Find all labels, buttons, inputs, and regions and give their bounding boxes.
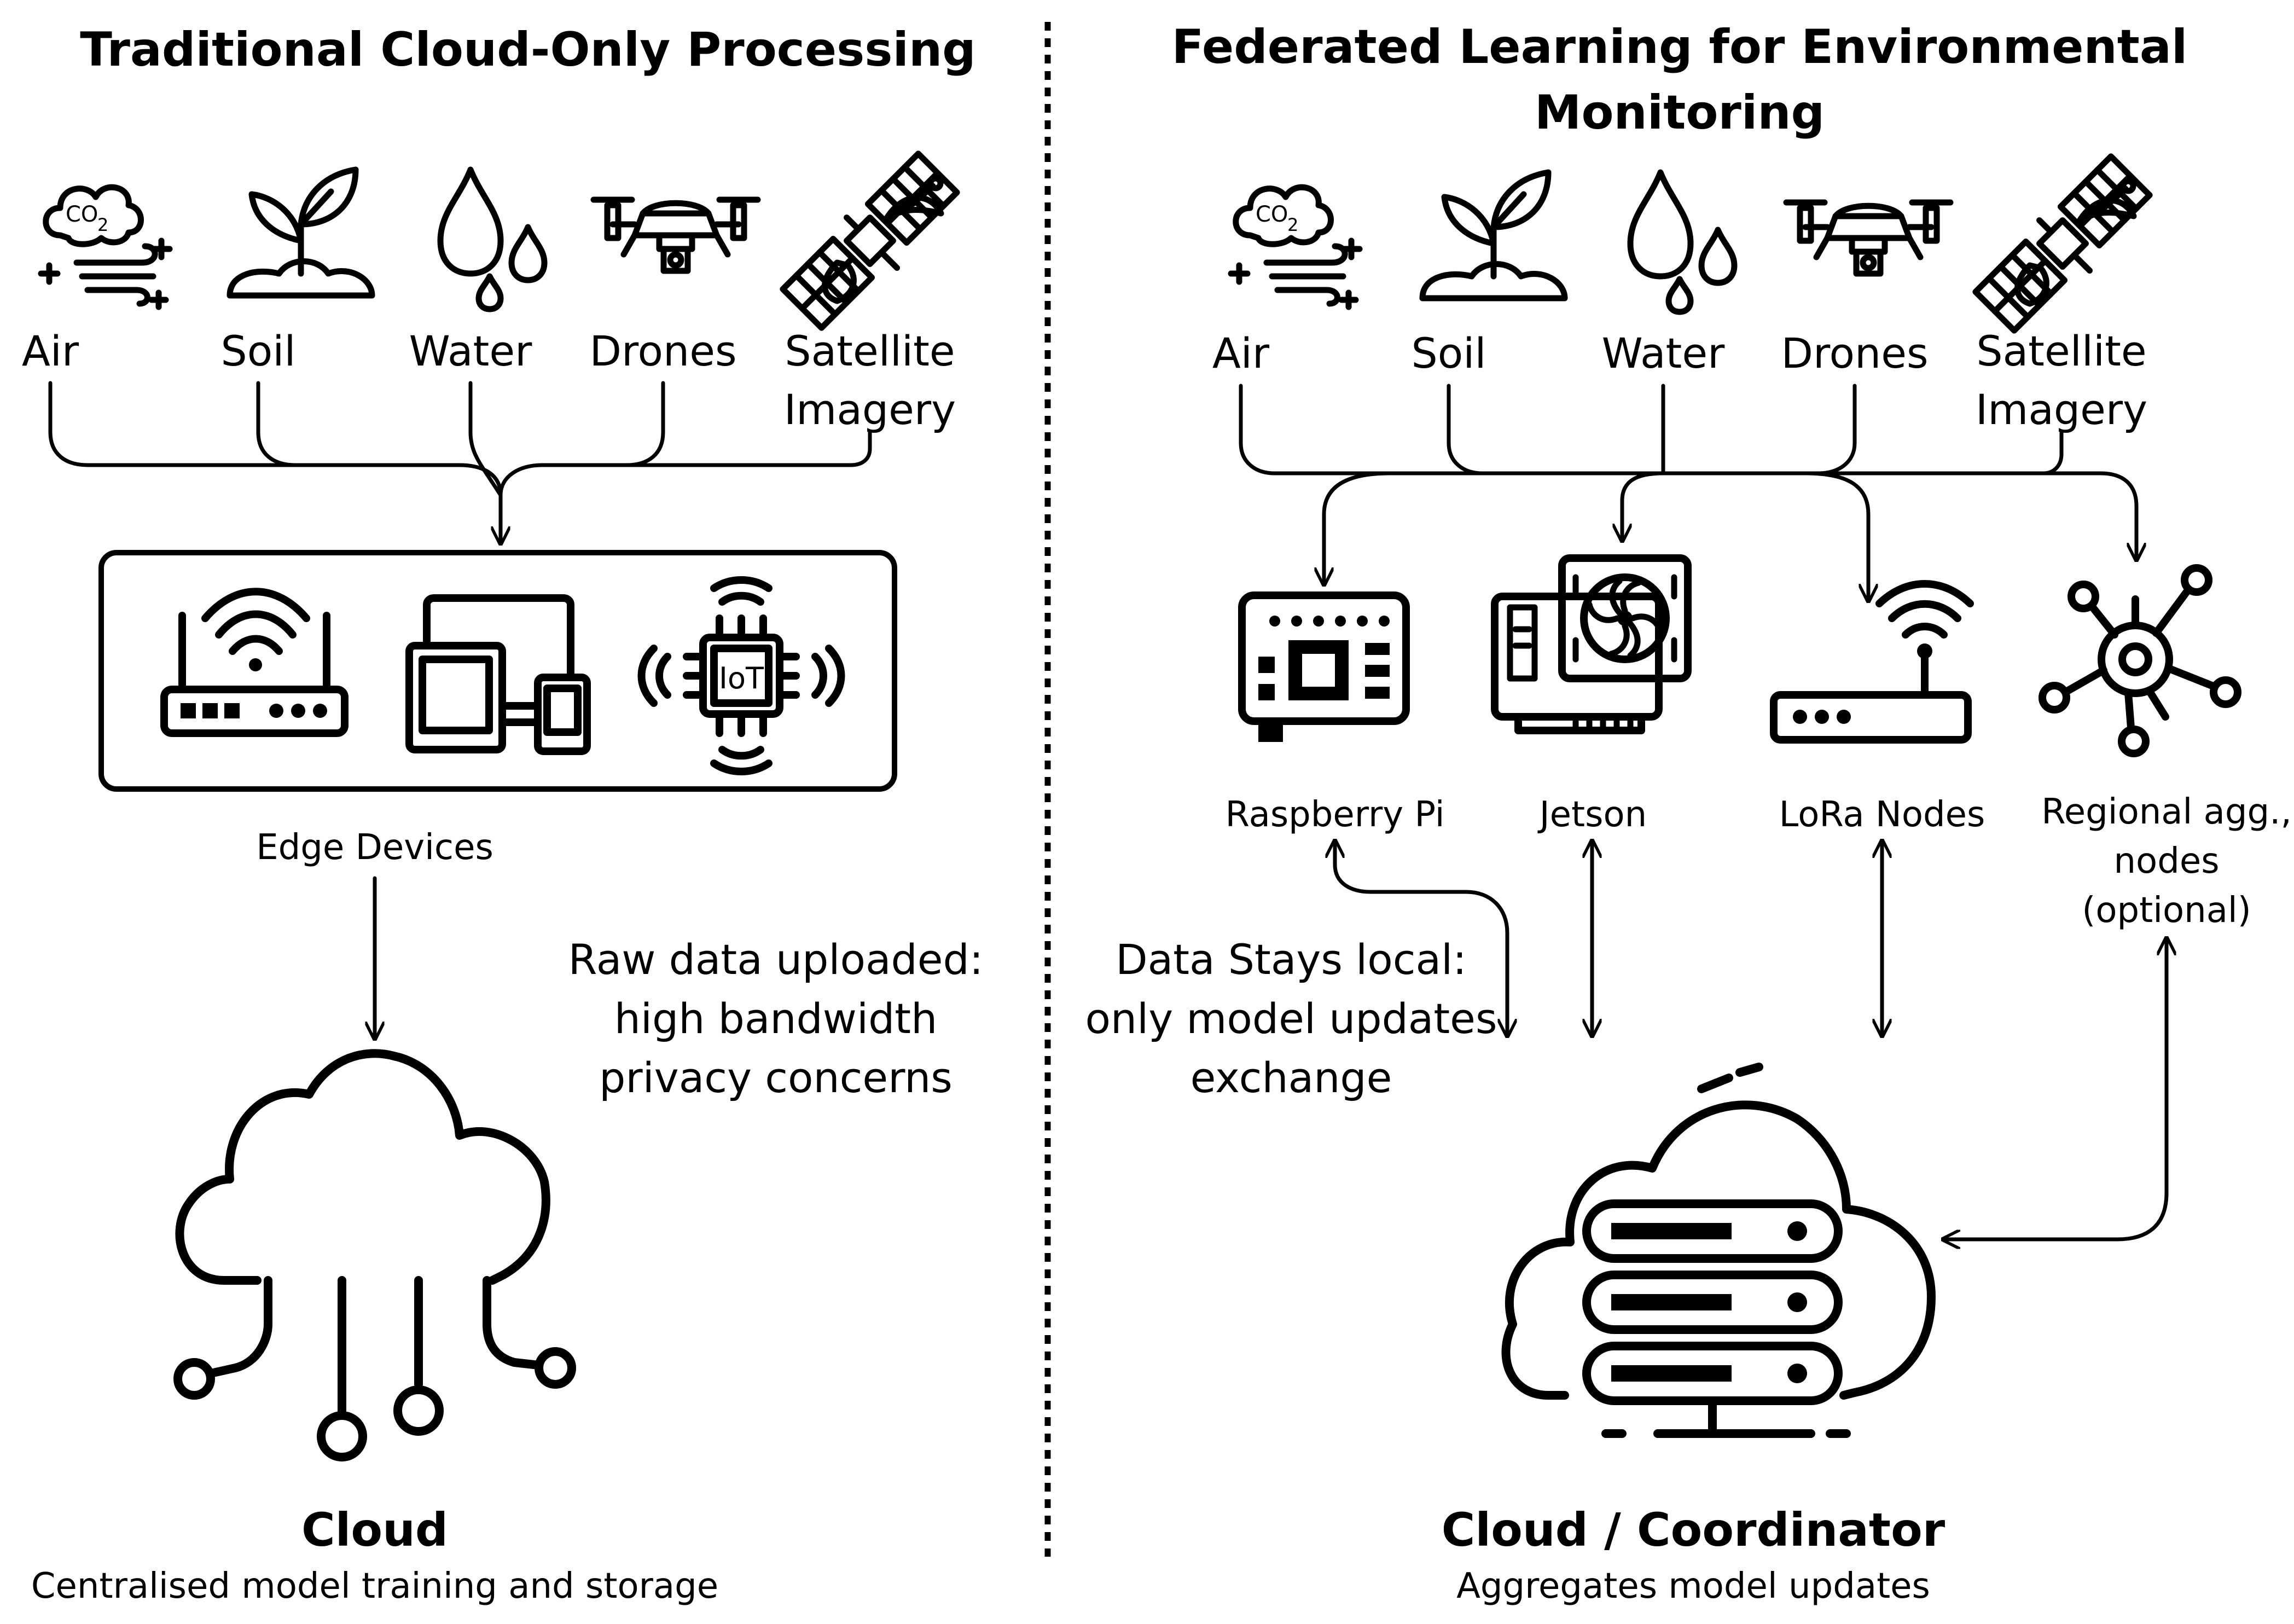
right-note-line-1: Data Stays local:: [1116, 935, 1467, 984]
left-cloud-subtitle: Centralised model training and storage: [31, 1566, 718, 1606]
edge-devices-label: Edge Devices: [256, 827, 493, 868]
cloud-network-icon: [173, 1049, 576, 1461]
drone-icon: [594, 200, 758, 271]
drone-icon: [1786, 202, 1950, 274]
left-note-line-1: Raw data uploaded:: [568, 935, 984, 984]
left-panel: Traditional Cloud-Only Processing Air So…: [22, 22, 984, 1606]
source-label-drones: Drones: [589, 327, 736, 375]
source-label-soil: Soil: [1412, 329, 1486, 378]
edge-devices-box: [98, 550, 897, 792]
satellite-icon: [1972, 153, 2157, 338]
raspberry-pi-icon: [1238, 591, 1410, 742]
water-drops-icon: [1630, 172, 1734, 312]
co2-wind-icon: [1231, 187, 1360, 307]
node-label-optional: (optional): [2082, 890, 2251, 931]
lora-router-icon: [1770, 580, 1974, 744]
svg-text:IoT: IoT: [719, 661, 764, 695]
water-drops-icon: [440, 170, 544, 309]
right-cloud-subtitle: Aggregates model updates: [1456, 1566, 1930, 1606]
router-icon: [160, 588, 349, 737]
source-merge-lines: [48, 381, 872, 542]
left-title: Traditional Cloud-Only Processing: [80, 22, 976, 77]
right-cloud-title: Cloud / Coordinator: [1442, 1503, 1945, 1557]
jetson-gpu-icon: [1491, 554, 1692, 734]
node-label-lora-nodes: LoRa Nodes: [1779, 794, 1985, 835]
node-label-jetson: Jetson: [1537, 794, 1647, 835]
source-label-air: Air: [1212, 329, 1270, 378]
devices-icon: [405, 594, 591, 755]
node-label-raspberry-pi: Raspberry Pi: [1226, 794, 1445, 835]
left-note-line-2: high bandwidth: [614, 994, 938, 1043]
node-label-nodes: nodes: [2113, 841, 2219, 881]
source-label-satellite: Satellite: [1976, 327, 2146, 375]
left-cloud-title: Cloud: [301, 1503, 448, 1557]
source-label-imagery: Imagery: [784, 385, 956, 434]
right-note-line-2: only model updates: [1085, 994, 1497, 1043]
source-label-satellite: Satellite: [785, 327, 955, 375]
source-label-water: Water: [1602, 329, 1725, 378]
left-note-line-3: privacy concerns: [599, 1053, 953, 1102]
node-label-regional-agg: Regional agg.,: [2041, 792, 2292, 832]
satellite-icon: [779, 150, 965, 335]
model-update-arrows: [1335, 843, 2167, 1239]
right-note-line-3: exchange: [1190, 1053, 1392, 1102]
network-hub-icon: [2039, 564, 2241, 757]
right-title-line-2: Monitoring: [1535, 85, 1825, 140]
source-label-air: Air: [22, 327, 79, 375]
cloud-server-icon: [1501, 1063, 1936, 1438]
iot-chip-icon: IoT: [637, 576, 845, 775]
co2-wind-icon: [41, 187, 170, 307]
source-label-water: Water: [409, 327, 532, 375]
sprout-icon: [1422, 172, 1565, 298]
source-distribution-lines: [1239, 384, 2136, 599]
source-label-imagery: Imagery: [1976, 385, 2147, 434]
right-panel: Federated Learning for Environmental Mon…: [1085, 20, 2291, 1606]
sprout-icon: [230, 170, 372, 295]
source-label-drones: Drones: [1781, 329, 1928, 378]
right-title-line-1: Federated Learning for Environmental: [1172, 20, 2188, 74]
source-label-soil: Soil: [221, 327, 296, 375]
